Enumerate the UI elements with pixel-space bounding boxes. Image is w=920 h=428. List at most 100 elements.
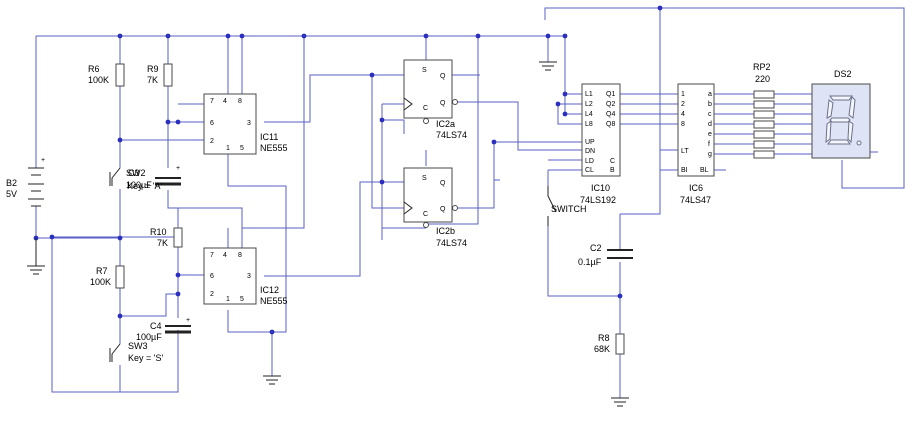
svg-text:3: 3 [247,273,251,280]
svg-text:a: a [708,91,712,98]
r10-value: 7K [157,238,168,248]
ic2b-ref: IC2b [436,226,455,236]
svg-text:Q: Q [440,180,446,187]
ic10-part: 74LS192 [580,195,616,205]
resistor-r8: R8 68K [594,333,625,355]
svg-text:B: B [610,167,615,174]
wires [35,7,905,398]
ic6-ref: IC6 [689,183,703,193]
r7-value: 100K [90,277,111,287]
svg-text:Q4: Q4 [606,111,615,118]
svg-text:b: b [708,101,712,108]
c2-value: 0.1µF [578,257,602,267]
svg-text:5: 5 [240,145,244,152]
svg-text:LT: LT [681,148,689,155]
display-ds2: DS2 [811,69,878,159]
ic6-part: 74LS47 [680,195,711,205]
svg-text:L2: L2 [585,101,593,108]
svg-text:2: 2 [210,291,214,298]
resistor-r6: R6 100K [88,63,125,87]
switch-toggle[interactable]: SWITCH [547,186,587,226]
svg-text:6: 6 [210,273,214,280]
svg-text:C: C [610,158,615,165]
svg-text:Q: Q [440,100,446,107]
svg-text:2: 2 [681,101,685,108]
r9-value: 7K [147,75,158,85]
ic12-ne555: 4 8 7 6 2 3 1 5 IC12 NE555 [203,247,288,306]
svg-text:BL: BL [700,167,709,174]
svg-text:2: 2 [210,138,214,145]
r6-value: 100K [88,75,109,85]
svg-text:1: 1 [681,91,685,98]
switch-sw3[interactable]: SW3 Key = 'S' [109,341,163,363]
svg-text:8: 8 [238,252,242,259]
svg-text:g: g [708,151,712,158]
svg-text:Q1: Q1 [606,91,615,98]
battery-b2: + B2 5V [6,157,45,207]
svg-text:LD: LD [585,158,594,165]
c2-ref: C2 [590,243,602,253]
ic12-ref: IC12 [260,285,279,295]
battery-value: 5V [6,189,17,199]
svg-text:8: 8 [238,98,242,105]
rp2-value: 220 [755,74,770,84]
svg-text:3: 3 [247,120,251,127]
ic2b-part: 74LS74 [436,238,467,248]
sw2-key: Key = 'A' [127,181,162,191]
ground-symbols [27,61,629,407]
svg-text:7: 7 [210,98,214,105]
capacitor-c3: + [155,165,181,186]
svg-text:e: e [708,131,712,138]
ic2a-part: 74LS74 [436,130,467,140]
svg-text:CL: CL [585,167,594,174]
capacitor-c2: C2 0.1µF [578,243,633,267]
r10-ref: R10 [150,227,167,237]
resistor-r10: R10 7K [150,227,183,248]
r9-ref: R9 [147,64,159,74]
r6-ref: R6 [88,64,100,74]
ic11-ne555: 4 8 7 6 2 3 1 5 IC11 NE555 [203,93,288,155]
switch-sw2[interactable]: SW2 Key = 'A' [109,167,162,191]
c3-ref: C3 [128,168,140,178]
ic2b-74ls74: S Q C Q IC2b 74LS74 [403,167,467,248]
svg-text:UP: UP [585,139,595,146]
sw3-key: Key = 'S' [128,353,163,363]
ic12-part: NE555 [260,296,288,306]
resistor-r7: R7 100K [90,265,125,289]
svg-text:6: 6 [210,120,214,127]
svg-text:C: C [423,211,428,218]
svg-text:d: d [708,121,712,128]
sw3-ref: SW3 [128,341,148,351]
svg-text:1: 1 [226,296,230,303]
rp2-ref: RP2 [753,62,771,72]
battery-ref: B2 [6,178,17,188]
svg-text:S: S [422,67,427,74]
svg-text:Q8: Q8 [606,121,615,128]
c3-value: 100µF [126,180,152,190]
svg-text:4: 4 [223,98,227,105]
svg-text:Q2: Q2 [606,101,615,108]
svg-text:c: c [708,111,712,118]
svg-text:+: + [186,317,190,324]
svg-text:4: 4 [681,111,685,118]
svg-text:L4: L4 [585,111,593,118]
resistor-pack-rp2: RP2 220 [753,62,775,159]
ds2-ref: DS2 [834,69,852,79]
ic6-74ls47: 1 2 4 8 a b c d e f g LT BI BL IC6 74LS4… [677,83,715,205]
sw2-ref: SW2 [126,168,146,178]
switch-label: SWITCH [551,204,587,214]
c4-ref: C4 [150,321,162,331]
svg-text:1: 1 [226,145,230,152]
svg-text:Q: Q [440,73,446,80]
r8-ref: R8 [598,333,610,343]
resistor-r9: R9 7K [147,63,173,87]
junctions [33,5,663,335]
svg-text:L1: L1 [585,91,593,98]
svg-text:7: 7 [210,252,214,259]
svg-text:5: 5 [240,296,244,303]
svg-text:8: 8 [681,121,685,128]
capacitor-c4: + C4 100µF [136,317,191,342]
svg-text:L8: L8 [585,121,593,128]
ic11-part: NE555 [260,143,288,153]
